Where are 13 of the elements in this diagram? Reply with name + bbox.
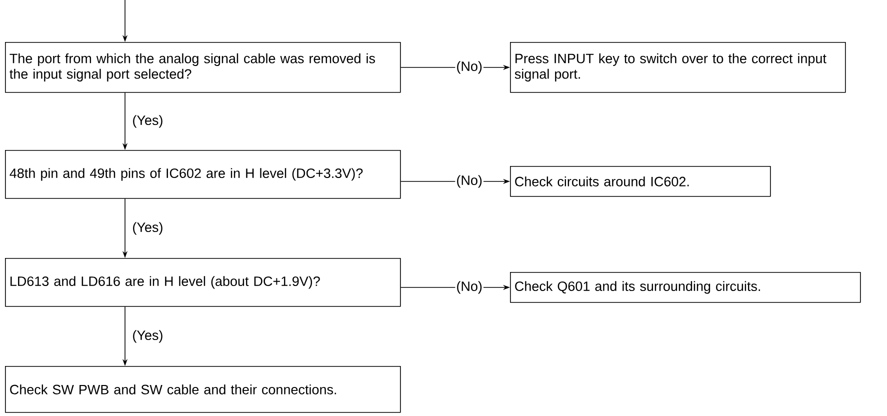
edge-label: (Yes) [133, 330, 162, 343]
edge-label: (No) [457, 281, 482, 294]
edge-label: (No) [457, 61, 482, 74]
process-box: LD613 and LD616 are in H level (about DC+1.9V)? [5, 258, 401, 307]
process-box: Check Q601 and its surrounding circuits. [510, 272, 861, 303]
process-box: 48th pin and 49th pins of IC602 are in H level (DC+3.3V)? [5, 150, 401, 199]
process-box: Check circuits around IC602. [510, 166, 771, 197]
process-box: Check SW PWB and SW cable and their connections. [5, 366, 401, 413]
edge-label: (Yes) [133, 222, 162, 235]
edge-label: (No) [457, 175, 482, 188]
edge-label: (Yes) [133, 115, 162, 128]
process-box: Press INPUT key to switch over to the correct input signal port. [510, 42, 846, 93]
process-box: The port from which the analog signal cable was removed is the input signal port selected? [5, 42, 401, 93]
